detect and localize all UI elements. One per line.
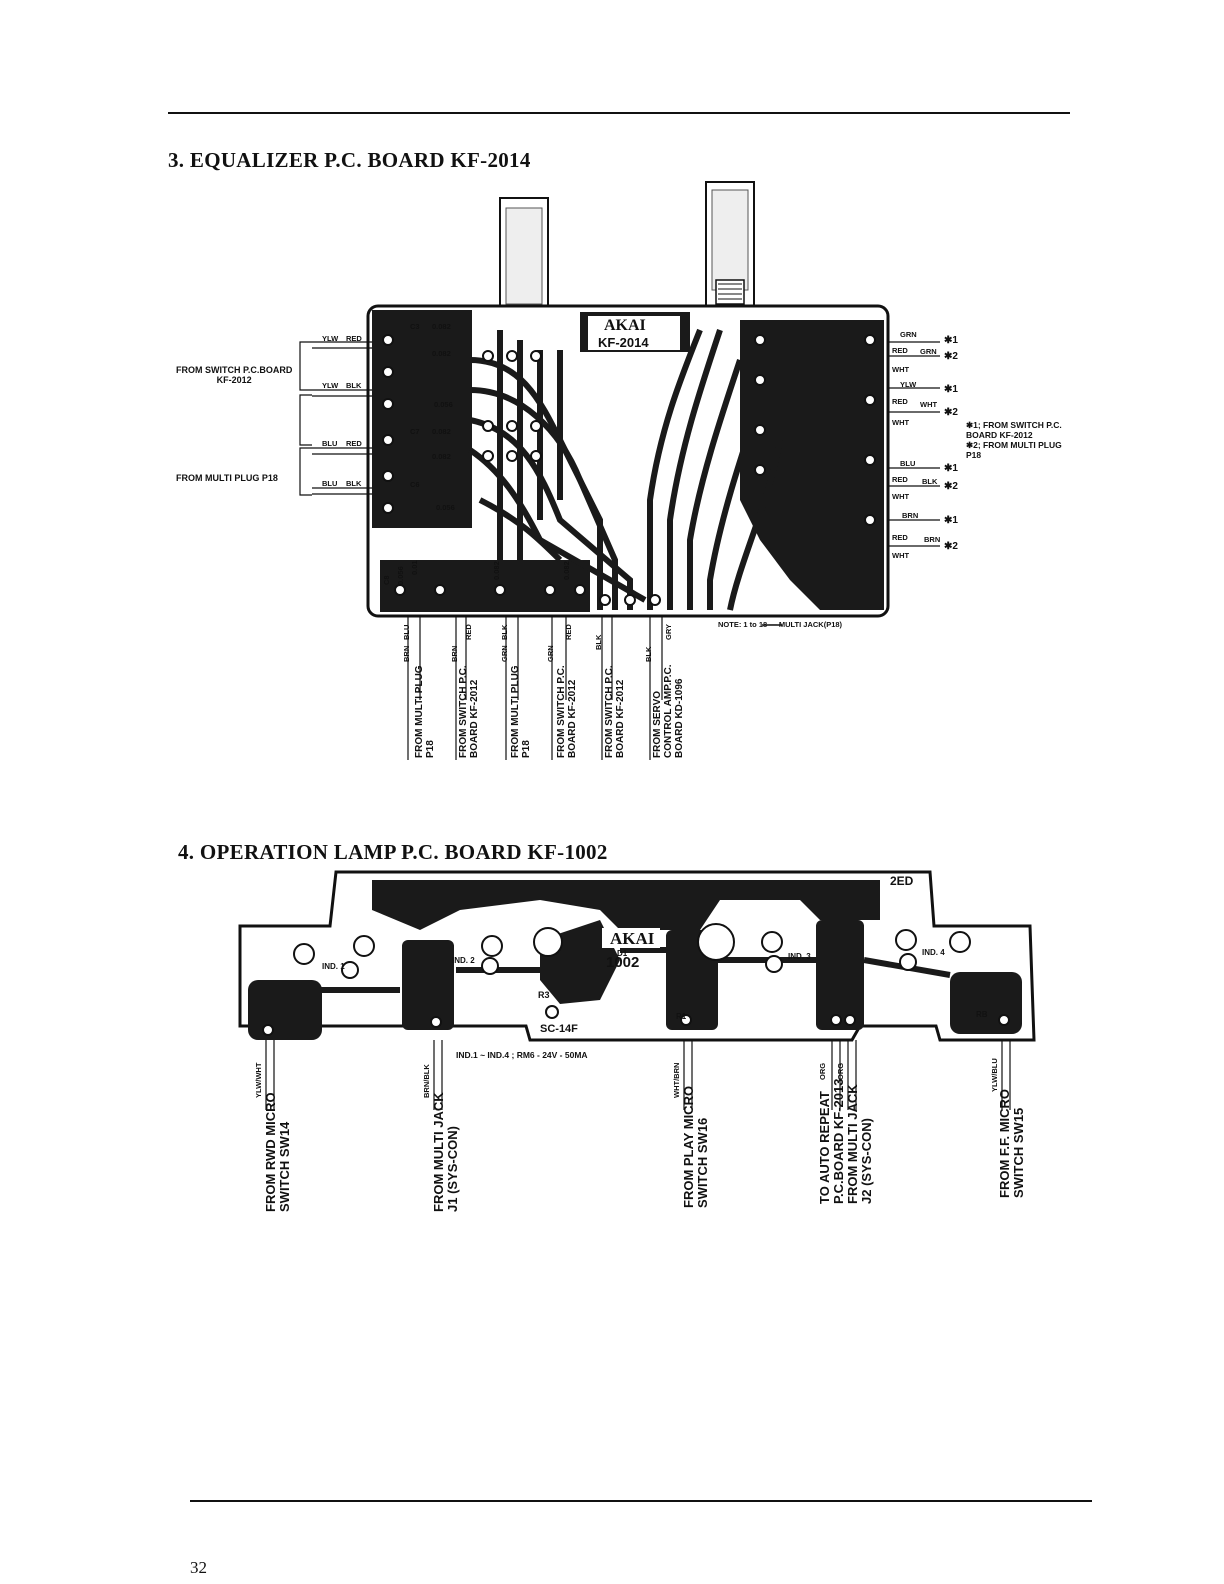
lamp-wire: YLW/WHT — [254, 1062, 263, 1098]
left-wire: RED — [346, 334, 362, 343]
note: NOTE: 1 to 18 — MULTI JACK(P18) — [718, 620, 843, 629]
lamp-bottom-label: TO AUTO REPEAT P.C.BOARD KF-2013 FROM MU… — [817, 1078, 874, 1204]
lamp-spec: IND.1 ~ IND.4 ; RM6 - 24V - 50MA — [456, 1050, 588, 1060]
component-label: 0.082 — [432, 322, 451, 331]
section4-heading: 4. OPERATION LAMP P.C. BOARD KF-1002 — [178, 840, 608, 864]
part-label: R1 — [676, 1012, 687, 1021]
right-wire: WHT — [892, 551, 910, 560]
right-wire: BLU — [900, 459, 916, 468]
right-wire: GRN — [900, 330, 917, 339]
right-ref: ✱2 — [944, 407, 958, 418]
component-label: 0.056 — [436, 503, 455, 512]
right-ref: ✱1 — [944, 335, 958, 346]
left-label-switch: FROM SWITCH P.C.BOARD KF-2012 — [176, 365, 293, 385]
lamp-board-logo: AKAI — [610, 929, 655, 948]
lamp-wire: ORG — [818, 1062, 827, 1080]
right-ref: ✱2 — [944, 351, 958, 362]
board-code: KF-2014 — [598, 335, 649, 350]
footnote: ✱1; FROM SWITCH P.C. BOARD KF-2012 ✱2; F… — [966, 420, 1062, 460]
lamp-board-revision: 2ED — [890, 874, 914, 888]
right-ref: ✱1 — [944, 463, 958, 474]
right-wire: YLW — [900, 380, 917, 389]
lamp-bottom-label: FROM PLAY MICRO SWITCH SW16 — [681, 1085, 710, 1208]
component-label: C6 — [410, 480, 420, 489]
right-ref: ✱2 — [944, 541, 958, 552]
left-wire: YLW — [322, 381, 339, 390]
section3-heading: 3. EQUALIZER P.C. BOARD KF-2014 — [168, 148, 531, 172]
right-wire: WHT — [892, 492, 910, 501]
right-wire: WHT — [920, 400, 938, 409]
lamp-wire: ORG — [836, 1062, 845, 1080]
lamp-wire: WHT/BRN — [672, 1062, 681, 1098]
lamp-wire: YLW/BLU — [990, 1058, 999, 1092]
component-label: 0.082 — [432, 349, 451, 358]
right-wire: WHT — [892, 365, 910, 374]
part-label: SC-14F — [540, 1023, 578, 1035]
right-ref: ✱2 — [944, 481, 958, 492]
left-label-multi: FROM MULTI PLUG P18 — [176, 473, 278, 483]
lamp-label: IND. 1 — [322, 962, 345, 971]
part-label: R3 — [538, 990, 550, 1000]
lamp-bottom-label: FROM RWD MICRO SWITCH SW14 — [263, 1092, 292, 1212]
bottom-rule — [190, 1500, 1092, 1502]
page-number: 32 — [190, 1558, 207, 1577]
component-label: 0.082 — [432, 427, 451, 436]
left-wire: RED — [346, 439, 362, 448]
component-label: 0.082 — [432, 452, 451, 461]
left-wire: BLK — [346, 381, 362, 390]
right-wire: BRN — [902, 511, 919, 520]
lamp-board-code: 1002 — [606, 954, 640, 971]
lamp-wire: BRN/BLK — [422, 1064, 431, 1098]
left-wire: BLU — [322, 479, 338, 488]
lamp-label: IND. 2 — [452, 956, 475, 965]
component-label: C7 — [410, 427, 420, 436]
left-wire: BLU — [322, 439, 338, 448]
board-logo: AKAI — [604, 317, 646, 334]
right-wire: GRN — [920, 347, 937, 356]
right-wire: WHT — [892, 418, 910, 427]
right-wire: RED — [892, 533, 908, 542]
part-label: D1 — [617, 949, 628, 958]
top-rule — [168, 112, 1070, 114]
right-wire: RED — [892, 475, 908, 484]
lamp-bottom-label: FROM MULTI JACK J1 (SYS-CON) — [431, 1092, 460, 1212]
component-label: 0.056 — [434, 400, 453, 409]
component-label: C3 — [410, 322, 420, 331]
right-wire: BRN — [924, 535, 941, 544]
right-wire: RED — [892, 346, 908, 355]
lamp-bottom-label: FROM F.F. MICRO SWITCH SW15 — [997, 1088, 1026, 1198]
left-wire: YLW — [322, 334, 339, 343]
part-label: RB — [976, 1010, 988, 1019]
left-wire: BLK — [346, 479, 362, 488]
lamp-label: IND. 3 — [788, 952, 811, 961]
right-wire: BLK — [922, 477, 938, 486]
right-ref: ✱1 — [944, 384, 958, 395]
right-wire: RED — [892, 397, 908, 406]
right-ref: ✱1 — [944, 515, 958, 526]
lamp-label: IND. 4 — [922, 948, 945, 957]
